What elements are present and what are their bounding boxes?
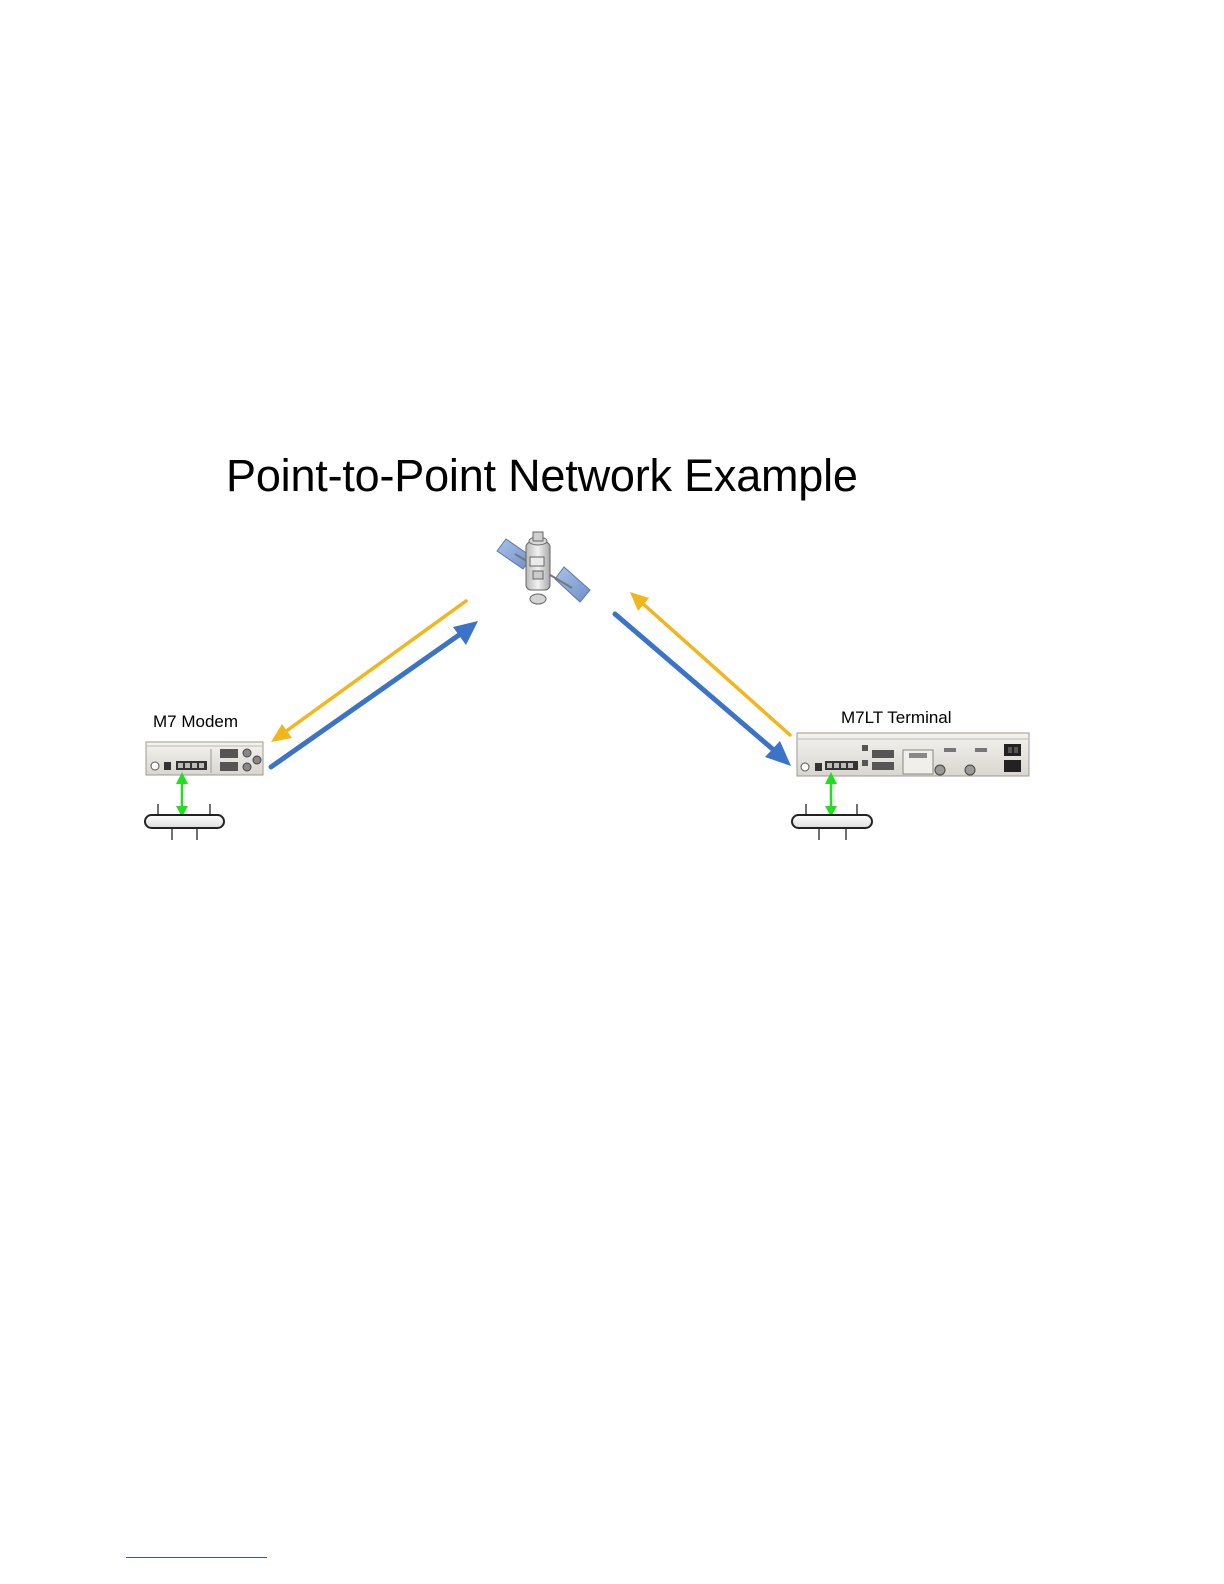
m7-lan-arrow (176, 772, 188, 817)
m7-downlink-arrow (271, 601, 466, 742)
satellite-icon (497, 532, 590, 604)
m7lt-downlink-arrow (615, 614, 791, 766)
m7-uplink-arrow (271, 621, 478, 767)
m7lt-terminal-device (797, 733, 1029, 776)
m7-modem-device (146, 742, 263, 775)
footnote-rule (126, 1557, 267, 1558)
m7lt-lan-arrow (825, 772, 837, 817)
m7lt-uplink-arrow (630, 592, 790, 735)
